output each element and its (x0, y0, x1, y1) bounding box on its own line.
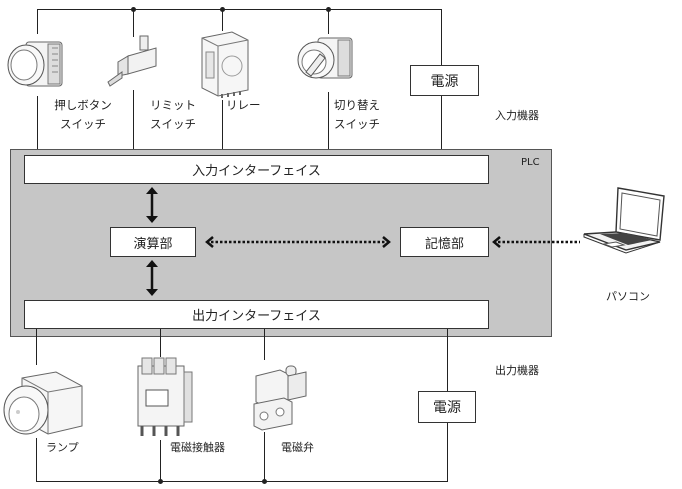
input-wire-2-lower (133, 90, 134, 154)
input-device-label: 切り替え スイッチ (334, 98, 380, 131)
input-wire-2-upper (133, 9, 134, 37)
junction-dot (326, 7, 331, 12)
solenoid-valve-icon (253, 365, 307, 431)
output-interface-box: 出力インターフェイス (24, 300, 489, 329)
output-wire-2-upper (160, 329, 161, 357)
output-power-box: 電源 (418, 391, 476, 423)
input-power-wire-upper (441, 9, 442, 65)
input-wire-1-lower (37, 96, 38, 154)
magnetic-contactor-icon (137, 357, 193, 436)
input-wire-4-upper (328, 9, 329, 34)
input-wire-3-upper (222, 9, 223, 31)
input-wire-3-lower (222, 100, 223, 154)
input-wire-4-lower (328, 92, 329, 154)
cpu-box: 演算部 (110, 227, 196, 257)
output-power-wire-upper (447, 329, 448, 391)
output-section-label: 出力機器 (495, 364, 539, 377)
selector-switch-icon (297, 37, 353, 79)
relay-icon (201, 31, 249, 98)
input-interface-box: 入力インターフェイス (24, 155, 489, 184)
output-device-label: ランプ (46, 441, 79, 454)
output-device-label: 電磁接触器 (170, 441, 225, 454)
output-wire-1-lower (36, 438, 37, 481)
plc-label: PLC (521, 157, 540, 168)
input-top-bus (37, 9, 442, 10)
cpu-memory-dotted-arrow (205, 236, 391, 248)
computer-label: パソコン (606, 290, 650, 303)
output-power-wire-lower (447, 423, 448, 481)
input-device-label: 押しボタン スイッチ (54, 98, 112, 131)
junction-dot (220, 7, 225, 12)
output-wire-3-lower (264, 432, 265, 481)
input-power-box: 電源 (410, 65, 479, 96)
cpu-output-arrow (146, 260, 158, 296)
lamp-icon (3, 371, 83, 435)
junction-dot (131, 7, 136, 12)
push-button-switch-icon (7, 41, 63, 87)
pc-memory-dotted-arrow (492, 236, 580, 248)
output-wire-1-upper (36, 329, 37, 365)
output-bottom-bus (36, 481, 448, 482)
input-device-label: リレー (226, 98, 261, 112)
input-wire-1-upper (37, 9, 38, 34)
output-wire-3-upper (264, 329, 265, 360)
input-device-label: リミット スイッチ (150, 98, 196, 131)
cpu-input-arrow (146, 187, 158, 223)
limit-switch-icon (107, 35, 157, 87)
junction-dot (262, 479, 267, 484)
junction-dot (158, 479, 163, 484)
input-section-label: 入力機器 (495, 109, 539, 122)
memory-box: 記憶部 (400, 227, 489, 257)
input-power-wire-lower (441, 96, 442, 154)
output-wire-2-lower (160, 440, 161, 481)
laptop-icon (583, 187, 665, 254)
output-device-label: 電磁弁 (281, 441, 314, 454)
